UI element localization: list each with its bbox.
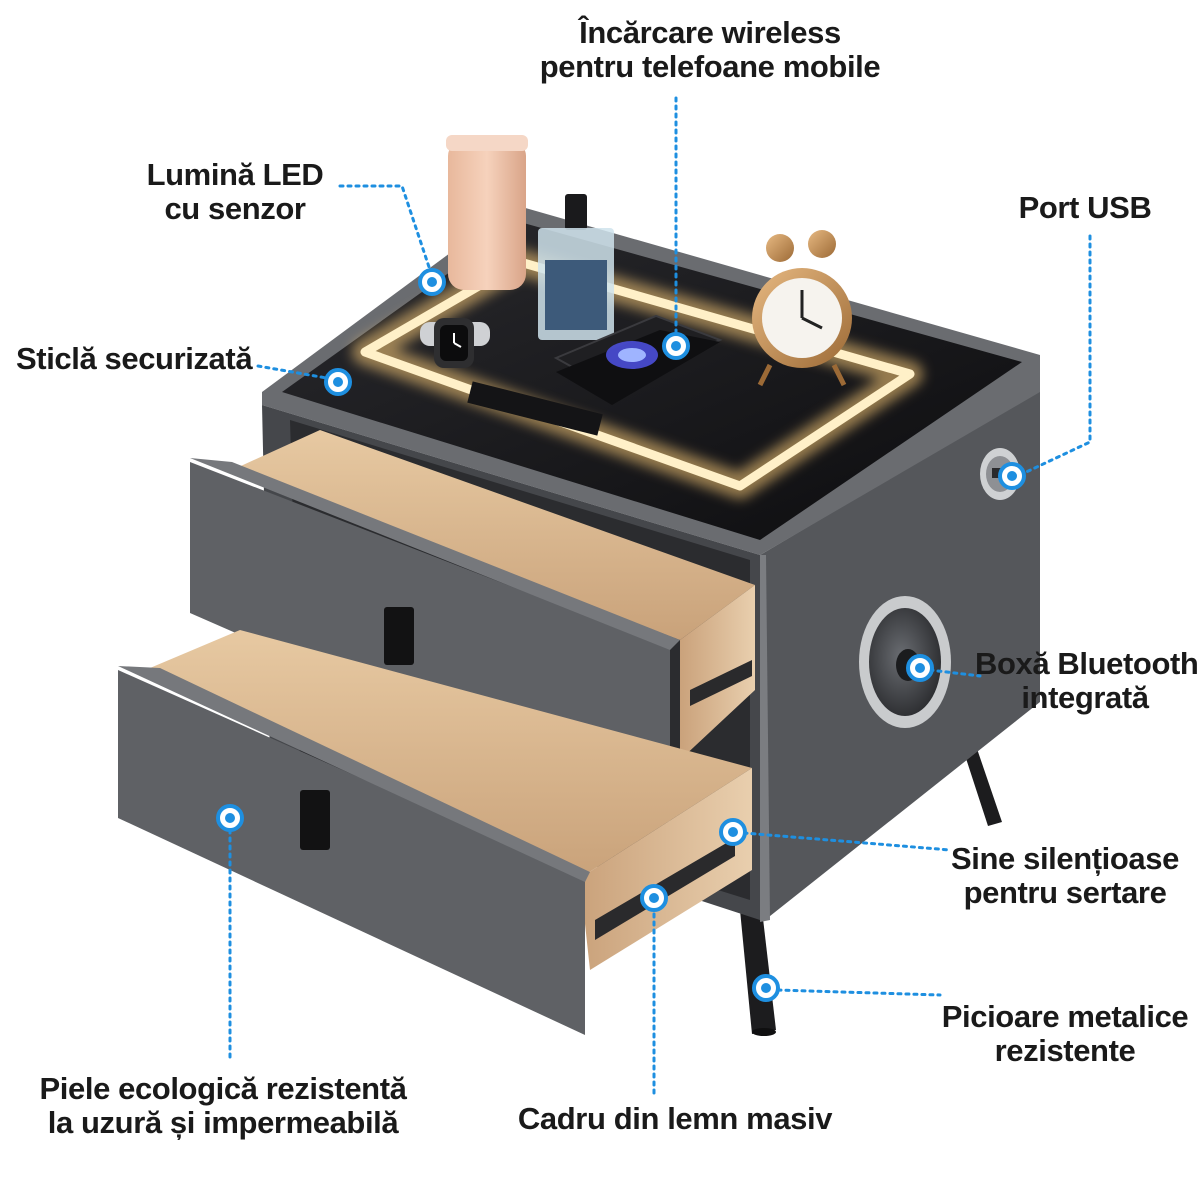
wood-frame-label: Cadru din lemn masiv bbox=[510, 1102, 840, 1136]
wristwatch bbox=[420, 318, 490, 368]
skincare-tube bbox=[446, 135, 528, 290]
eco-leather-line1: Piele ecologică rezistentă bbox=[39, 1071, 407, 1106]
bluetooth-speaker-line1: Boxă Bluetooth bbox=[975, 646, 1199, 681]
callout-dot-icon bbox=[998, 462, 1026, 490]
callout-dots bbox=[216, 268, 1026, 1002]
led-light-line1: Lumină LED bbox=[146, 157, 324, 192]
callout-dot-icon bbox=[752, 974, 780, 1002]
wireless-charging-line1: Încărcare wireless bbox=[579, 15, 841, 50]
silent-rails-label: Sine silențioase pentru sertare bbox=[940, 842, 1190, 910]
usb-port-label: Port USB bbox=[990, 191, 1180, 225]
bluetooth-speaker bbox=[859, 596, 951, 728]
top-drawer-interior bbox=[232, 430, 755, 640]
alarm-clock bbox=[752, 230, 852, 387]
usb-port-line1: Port USB bbox=[1018, 190, 1152, 225]
callout-dot-icon bbox=[906, 654, 934, 682]
top-drawer-rail bbox=[690, 660, 752, 706]
metal-legs-line2: rezistente bbox=[994, 1033, 1136, 1068]
bottom-drawer-rail bbox=[595, 838, 735, 940]
callout-dot-icon bbox=[324, 368, 352, 396]
bottom-drawer bbox=[118, 630, 752, 1035]
bottom-drawer-front-top bbox=[118, 666, 590, 882]
bottom-drawer-interior bbox=[150, 630, 752, 878]
led-light-line2: cu senzor bbox=[164, 191, 306, 226]
bluetooth-speaker-label: Boxă Bluetooth integrată bbox=[975, 646, 1199, 715]
metal-legs-line1: Picioare metalice bbox=[941, 999, 1189, 1034]
callout-dot-icon bbox=[719, 818, 747, 846]
tempered-glass-line1: Sticlă securizată bbox=[16, 341, 253, 376]
bluetooth-speaker-line2: integrată bbox=[1021, 680, 1149, 715]
callout-dot-icon bbox=[216, 804, 244, 832]
silent-rails-line2: pentru sertare bbox=[963, 875, 1167, 910]
top-drawer-handle[interactable] bbox=[384, 607, 414, 665]
leg-back-right bbox=[960, 740, 1002, 826]
callout-dot-icon bbox=[418, 268, 446, 296]
top-drawer-front-top bbox=[190, 458, 680, 650]
callout-dot-icon bbox=[662, 332, 690, 360]
callout-dot-icon bbox=[640, 884, 668, 912]
bottom-drawer-front bbox=[118, 670, 585, 1035]
eco-leather-line2: la uzură și impermeabilă bbox=[47, 1105, 399, 1140]
eco-leather-label: Piele ecologică rezistentă la uzură și i… bbox=[18, 1072, 428, 1140]
leg-front-right bbox=[740, 910, 776, 1034]
bottom-drawer-handle[interactable] bbox=[300, 790, 330, 850]
leg-foot bbox=[752, 1028, 776, 1036]
top-drawer-side bbox=[680, 585, 755, 760]
wireless-charging-line2: pentru telefoane mobile bbox=[539, 49, 881, 84]
led-light-label: Lumină LED cu senzor bbox=[110, 158, 360, 226]
wood-frame-line1: Cadru din lemn masiv bbox=[517, 1101, 833, 1136]
metal-legs-label: Picioare metalice rezistente bbox=[935, 1000, 1195, 1068]
legs bbox=[740, 740, 1002, 1036]
tempered-glass-label: Sticlă securizată bbox=[16, 342, 266, 376]
callout-lines bbox=[228, 96, 1092, 1097]
wireless-charging-label: Încărcare wireless pentru telefoane mobi… bbox=[480, 16, 940, 84]
perfume-bottle bbox=[538, 194, 614, 340]
led-strip bbox=[352, 249, 923, 499]
silent-rails-line1: Sine silențioase bbox=[951, 841, 1179, 876]
